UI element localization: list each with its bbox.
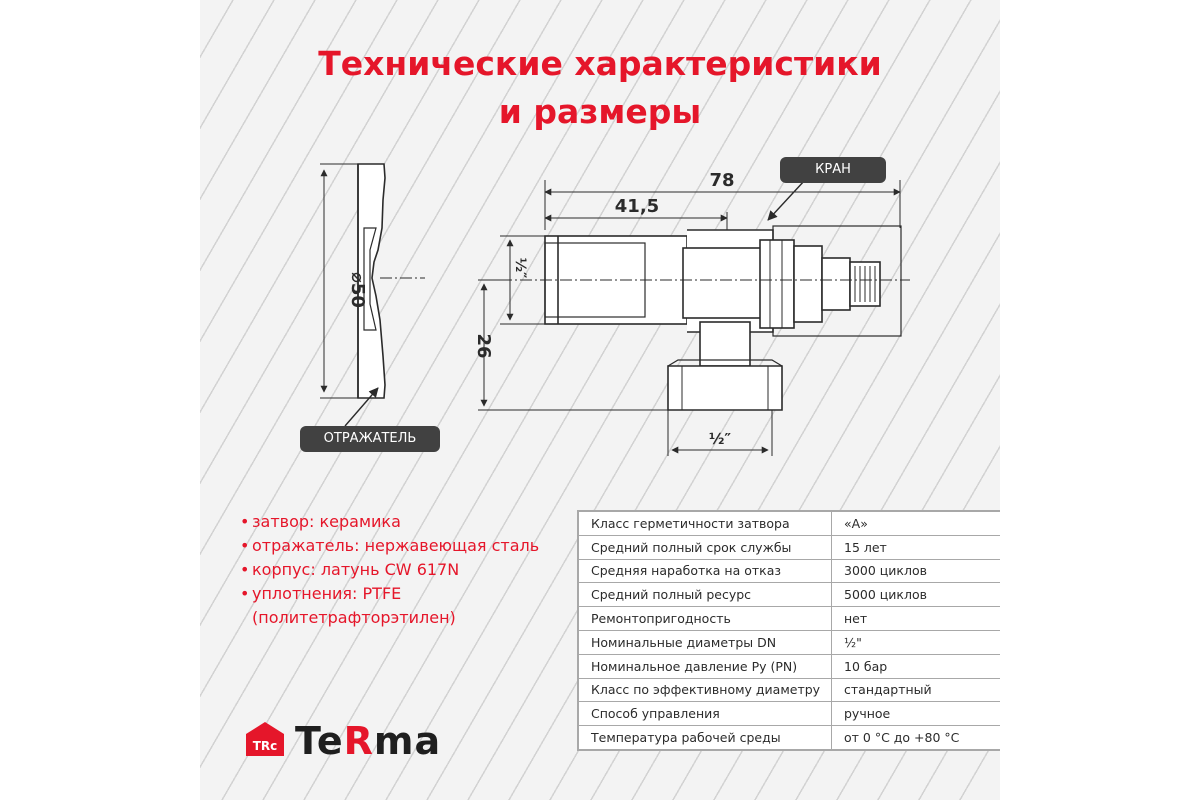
feature-item: •уплотнения: PTFE(политетрафторэтилен) xyxy=(240,584,456,627)
dim-41-5: 41,5 xyxy=(615,196,659,217)
logo-badge-icon: TRc xyxy=(246,722,284,756)
spec-param: Средний полный ресурс xyxy=(577,582,832,608)
dim-diameter-50: ⌀50 xyxy=(347,272,368,308)
dim-26: 26 xyxy=(473,333,494,358)
spec-value: «А» xyxy=(831,510,1000,536)
feature-item: •затвор: керамика xyxy=(240,512,401,531)
table-row: Класс герметичности затвора«А» xyxy=(577,510,1000,536)
specs-table: Класс герметичности затвора«А» Средний п… xyxy=(577,510,1000,751)
spec-value: от 0 °C до +80 °C xyxy=(831,725,1000,751)
spec-value: ½" xyxy=(831,629,1000,655)
technical-drawing: ⌀50 xyxy=(320,163,910,456)
spec-value: ручное xyxy=(831,701,1000,727)
valve-drawing xyxy=(344,179,910,456)
dim-half-inch-left: ½″ xyxy=(512,258,528,279)
page-title: Технические характеристики и размеры xyxy=(200,40,1000,136)
svg-text:TRc: TRc xyxy=(253,739,278,753)
spec-param: Класс по эффективному диаметру xyxy=(577,677,832,703)
spec-param: Средний полный срок службы xyxy=(577,534,832,560)
spec-param: Номинальное давление Ру (PN) xyxy=(577,653,832,679)
spec-param: Номинальные диаметры DN xyxy=(577,629,832,655)
spec-param: Средняя наработка на отказ xyxy=(577,558,832,584)
title-line-2: и размеры xyxy=(498,92,702,131)
spec-value: стандартный xyxy=(831,677,1000,703)
title-line-1: Технические характеристики xyxy=(318,44,882,83)
dim-78: 78 xyxy=(709,170,734,191)
product-card: Технические характеристики и размеры ⌀50 xyxy=(200,0,1000,800)
spec-param: Способ управления xyxy=(577,701,832,727)
spec-value: 10 бар xyxy=(831,653,1000,679)
dim-half-inch-bottom: ½″ xyxy=(709,430,732,448)
reflector-drawing xyxy=(320,163,425,399)
brand-logo: TRc TeRma xyxy=(240,716,500,766)
spec-param: Класс герметичности затвора xyxy=(577,510,832,536)
feature-item: •отражатель: нержавеющая сталь xyxy=(240,536,540,555)
spec-param: Температура рабочей среды xyxy=(577,725,832,751)
feature-list: •затвор: керамика •отражатель: нержавеющ… xyxy=(240,510,539,630)
callout-reflector: ОТРАЖАТЕЛЬ xyxy=(300,426,440,452)
spec-param: Ремонтопригодность xyxy=(577,606,832,631)
callout-kran: КРАН xyxy=(780,157,886,183)
spec-value: нет xyxy=(831,606,1000,631)
spec-value: 3000 циклов xyxy=(831,558,1000,584)
logo-wordmark: TeRma xyxy=(295,719,442,763)
table-row: Номинальное давление Ру (PN)10 бар xyxy=(577,653,1000,679)
feature-item: •корпус: латунь CW 617N xyxy=(240,560,460,579)
spec-value: 15 лет xyxy=(831,534,1000,560)
spec-value: 5000 циклов xyxy=(831,582,1000,608)
